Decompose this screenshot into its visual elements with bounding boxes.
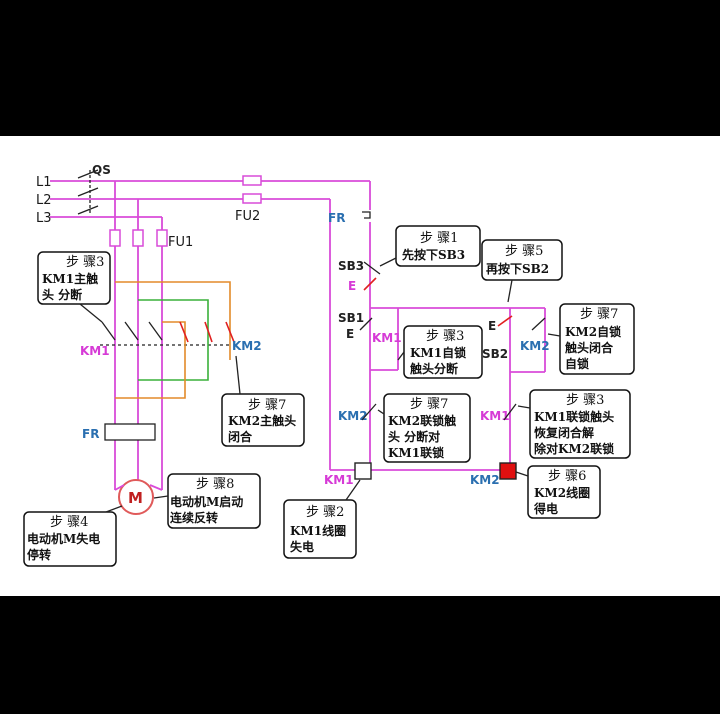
callout-step2: 步 骤2 KM1线圈 失电: [283, 479, 361, 559]
fu2-fuse-top: [242, 175, 262, 186]
km2-self-lock-label: KM2: [520, 339, 550, 353]
callout-step3a: 步 骤3 KM1主触 头 分断: [37, 251, 111, 323]
circuit-diagram: L1 L2 L3 QS FU2 FU1 KM1 KM2: [23, 163, 635, 567]
svg-text:恢复闭合解: 恢复闭合解: [534, 425, 594, 440]
qs-label: QS: [92, 163, 111, 177]
callout-step7a: 步 骤7 KM2自锁 触头闭合 自锁: [547, 303, 635, 375]
km1-interlock-label: KM1: [480, 409, 510, 423]
km1-main-contacts: [100, 321, 232, 346]
callout-step7b: 步 骤7 KM2主触头 闭合: [221, 355, 305, 447]
l3-label: L3: [36, 211, 52, 226]
svg-text:步 骤5: 步 骤5: [505, 244, 543, 259]
svg-text:步 骤7: 步 骤7: [248, 398, 286, 413]
svg-text:KM2自锁: KM2自锁: [565, 324, 621, 339]
fr-contact: [362, 211, 371, 219]
sb3-label: SB3: [338, 259, 364, 273]
callout-step1: 步 骤1 先按下SB3: [379, 225, 481, 267]
svg-text:步 骤3: 步 骤3: [66, 255, 104, 270]
fu1-label: FU1: [168, 235, 193, 250]
km1-coil-label: KM1: [324, 473, 354, 487]
km2-main-label: KM2: [232, 339, 262, 353]
svg-text:KM2主触头: KM2主触头: [228, 413, 296, 428]
fr-left-label: FR: [82, 427, 99, 441]
sb3-e-label: E: [348, 279, 356, 293]
callout-step8: 步 骤8 电动机M启动 连续反转: [153, 473, 261, 529]
km2-coil-label: KM2: [470, 473, 500, 487]
circuit-diagram-panel: L1 L2 L3 QS FU2 FU1 KM1 KM2: [0, 136, 720, 596]
motor-label: M: [128, 489, 143, 507]
svg-text:失电: 失电: [290, 539, 314, 554]
sb2-label: SB2: [482, 347, 508, 361]
fr-thermal-element: [104, 423, 156, 441]
svg-text:自锁: 自锁: [565, 356, 589, 371]
sb3-switch: [363, 261, 381, 275]
callout-step5: 步 骤5 再按下SB2: [481, 239, 563, 303]
svg-text:得电: 得电: [533, 501, 558, 516]
svg-text:步 骤3: 步 骤3: [566, 393, 604, 408]
fu1-fuse-a: [109, 229, 121, 247]
motor-feed-lines: [110, 181, 163, 490]
km2-interlock-label: KM2: [338, 409, 368, 423]
svg-text:KM1联锁: KM1联锁: [388, 445, 444, 460]
callout-step7c: 步 骤7 KM2联锁触 头 分断对 KM1联锁: [377, 393, 471, 463]
sb1-e-label: E: [346, 327, 354, 341]
callout-step3c: 步 骤3 KM1联锁触头 恢复闭合解 除对KM2联锁: [517, 389, 631, 459]
km1-self-lock-label: KM1: [372, 331, 402, 345]
power-lines: [50, 180, 371, 470]
l1-label: L1: [36, 175, 52, 190]
l2-label: L2: [36, 193, 52, 208]
fu2-fuse-bottom: [242, 193, 262, 204]
svg-text:除对KM2联锁: 除对KM2联锁: [534, 441, 614, 456]
svg-text:连续反转: 连续反转: [170, 510, 218, 525]
svg-text:停转: 停转: [27, 547, 51, 562]
svg-text:步 骤8: 步 骤8: [196, 477, 234, 492]
qs-switch: [77, 169, 99, 215]
svg-text:步 骤1: 步 骤1: [420, 231, 458, 246]
svg-text:电动机M启动: 电动机M启动: [170, 494, 243, 509]
km1-interlock-contact: [503, 403, 517, 421]
sb2-e-label: E: [488, 319, 496, 333]
svg-text:步 骤2: 步 骤2: [306, 505, 344, 520]
svg-text:KM2联锁触: KM2联锁触: [388, 413, 456, 428]
callout-step3b: 步 骤3 KM1自锁 触头分断: [397, 325, 483, 379]
fu2-label: FU2: [235, 209, 260, 224]
sb1-switch: [359, 317, 373, 331]
svg-text:头 分断对: 头 分断对: [388, 429, 440, 444]
svg-text:先按下SB3: 先按下SB3: [402, 247, 465, 262]
svg-text:步 骤3: 步 骤3: [426, 329, 464, 344]
svg-text:头 分断: 头 分断: [42, 287, 82, 302]
km1-coil: [354, 462, 372, 480]
svg-text:KM2线圈: KM2线圈: [534, 485, 590, 500]
svg-text:步 骤7: 步 骤7: [580, 307, 618, 322]
km2-reversing-wiring: [115, 281, 235, 399]
svg-text:触头分断: 触头分断: [410, 361, 458, 376]
svg-text:步 骤4: 步 骤4: [50, 515, 88, 530]
km2-coil: [499, 462, 517, 480]
svg-text:闭合: 闭合: [228, 429, 253, 444]
svg-text:触头闭合: 触头闭合: [565, 340, 614, 355]
km1-main-label: KM1: [80, 344, 110, 358]
fu1-fuse-b: [132, 229, 144, 247]
km2-interlock-contact: [361, 403, 377, 421]
svg-text:KM1主触: KM1主触: [42, 271, 98, 286]
svg-text:KM1线圈: KM1线圈: [290, 523, 346, 538]
svg-text:再按下SB2: 再按下SB2: [486, 261, 549, 276]
svg-text:电动机M失电: 电动机M失电: [27, 531, 100, 546]
svg-text:KM1自锁: KM1自锁: [410, 345, 466, 360]
motor-symbol: [118, 479, 154, 515]
svg-text:步 骤7: 步 骤7: [410, 397, 448, 412]
callout-step4: 步 骤4 电动机M失电 停转: [23, 505, 123, 567]
callout-step6: 步 骤6 KM2线圈 得电: [515, 465, 601, 519]
svg-text:KM1联锁触头: KM1联锁触头: [534, 409, 614, 424]
svg-text:步 骤6: 步 骤6: [548, 469, 586, 484]
fr-right-label: FR: [328, 211, 345, 225]
fu1-fuse-c: [156, 229, 168, 247]
sb1-label: SB1: [338, 311, 364, 325]
sb2-switch: [497, 315, 513, 327]
